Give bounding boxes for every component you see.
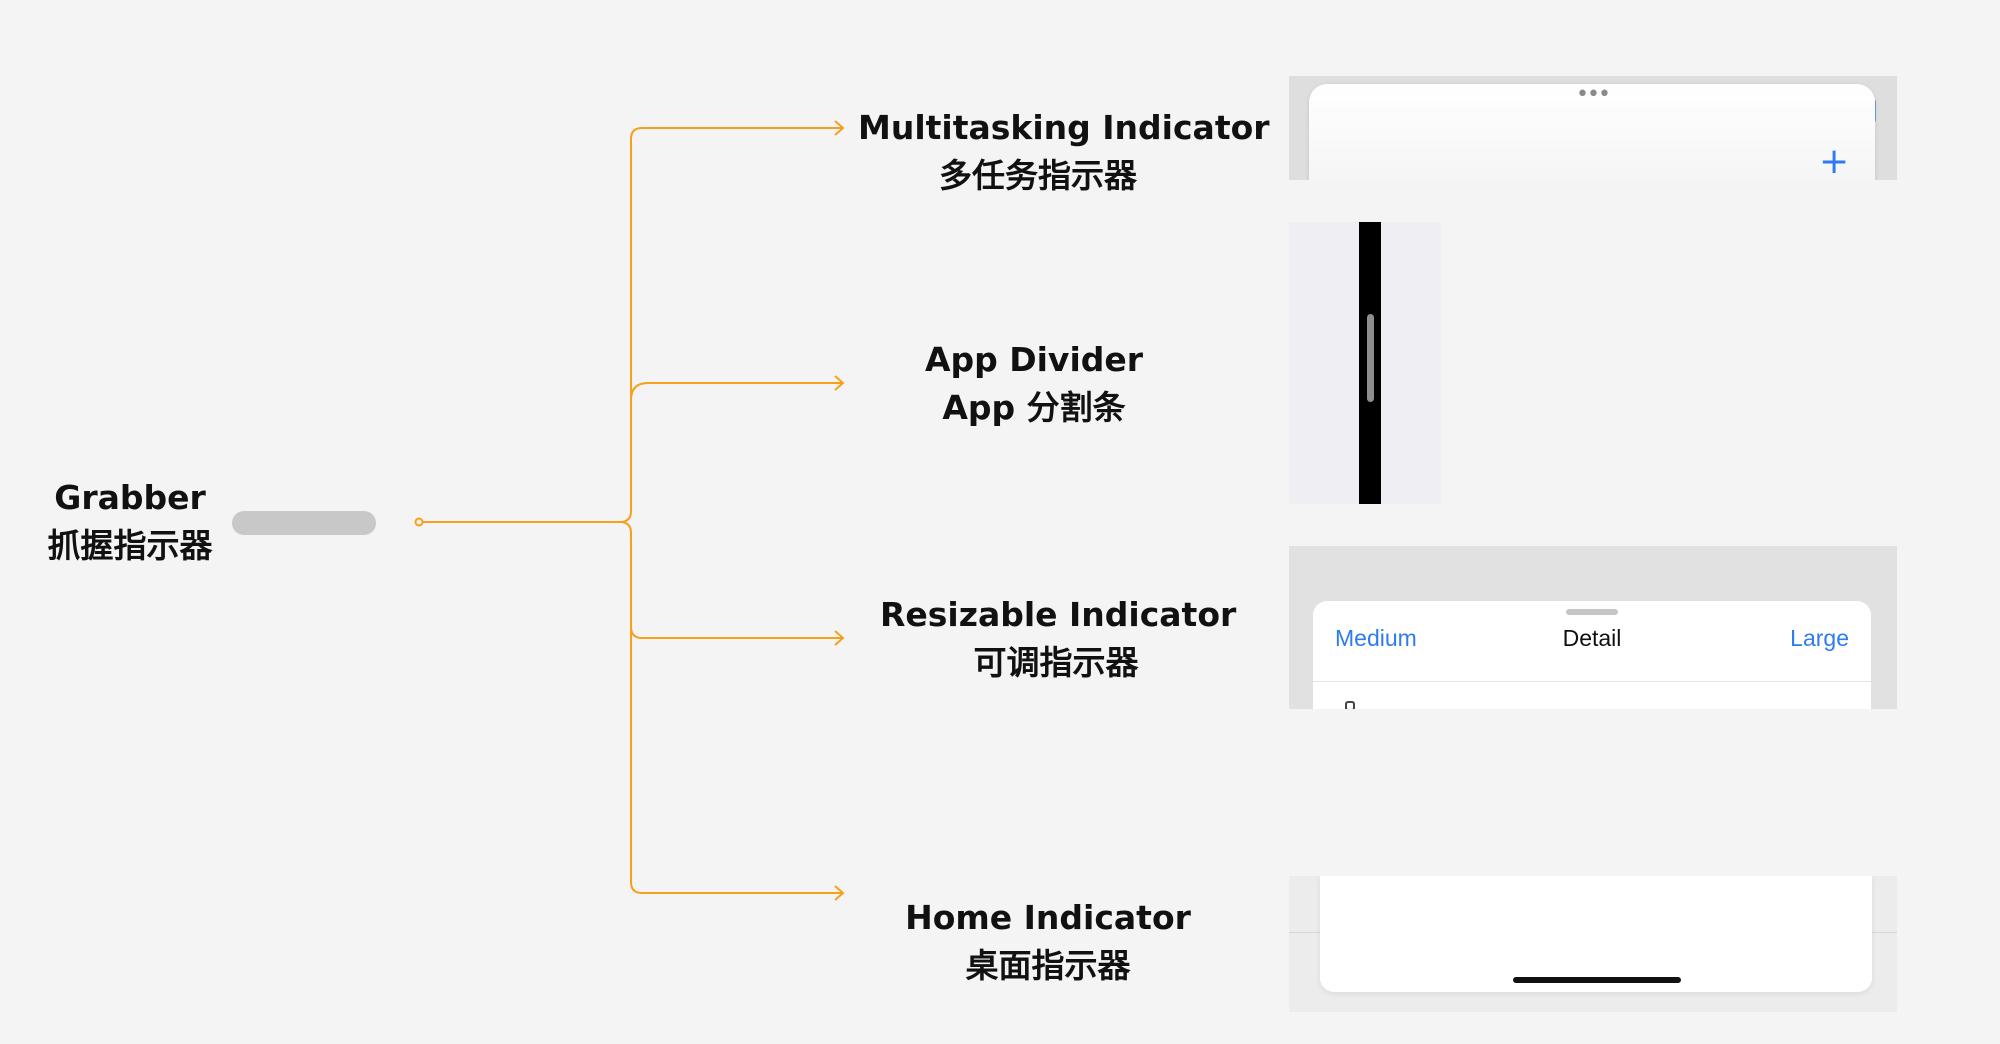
resizable-indicator-subtitle: 可调指示器 <box>973 643 1139 682</box>
sheet-grabber[interactable] <box>1566 609 1618 615</box>
sheet-card: Detail Medium Large <box>1313 601 1871 709</box>
divider-handle[interactable] <box>1367 314 1374 402</box>
grabber-label: Grabber 抓握指示器 <box>40 474 220 570</box>
resizable-indicator-title: Resizable Indicator <box>880 595 1237 634</box>
list-item-icon <box>1345 701 1355 709</box>
device-screen <box>1320 876 1872 992</box>
large-button[interactable]: Large <box>1790 625 1849 651</box>
multitasking-preview: ••• + <box>1289 76 1897 180</box>
sheet-divider <box>1313 681 1871 682</box>
medium-button[interactable]: Medium <box>1335 625 1417 651</box>
window-card: ••• + <box>1309 84 1875 180</box>
home-bar[interactable] <box>1513 977 1681 983</box>
home-indicator-title: Home Indicator <box>905 898 1191 937</box>
app-divider-label: App Divider App 分割条 <box>858 336 1210 432</box>
resizable-indicator-label: Resizable Indicator 可调指示器 <box>880 591 1237 687</box>
app-divider-title: App Divider <box>924 340 1144 379</box>
multitasking-indicator-subtitle: 多任务指示器 <box>939 156 1137 195</box>
multitasking-dots-icon[interactable]: ••• <box>1576 82 1611 107</box>
sheet-title: Detail <box>1562 625 1622 651</box>
home-indicator-preview <box>1289 876 1897 1012</box>
multitasking-indicator-label: Multitasking Indicator 多任务指示器 <box>858 104 1270 200</box>
add-icon[interactable]: + <box>1819 141 1850 180</box>
app-divider-preview <box>1289 222 1441 504</box>
grabber-pill <box>232 511 376 535</box>
resizable-preview: Detail Medium Large <box>1289 546 1897 709</box>
grabber-title: Grabber <box>54 478 206 517</box>
grabber-subtitle: 抓握指示器 <box>47 526 213 565</box>
app-divider-subtitle: App 分割条 <box>942 388 1126 427</box>
home-indicator-label: Home Indicator 桌面指示器 <box>880 894 1216 990</box>
multitasking-indicator-title: Multitasking Indicator <box>858 108 1270 147</box>
home-indicator-subtitle: 桌面指示器 <box>965 946 1131 985</box>
